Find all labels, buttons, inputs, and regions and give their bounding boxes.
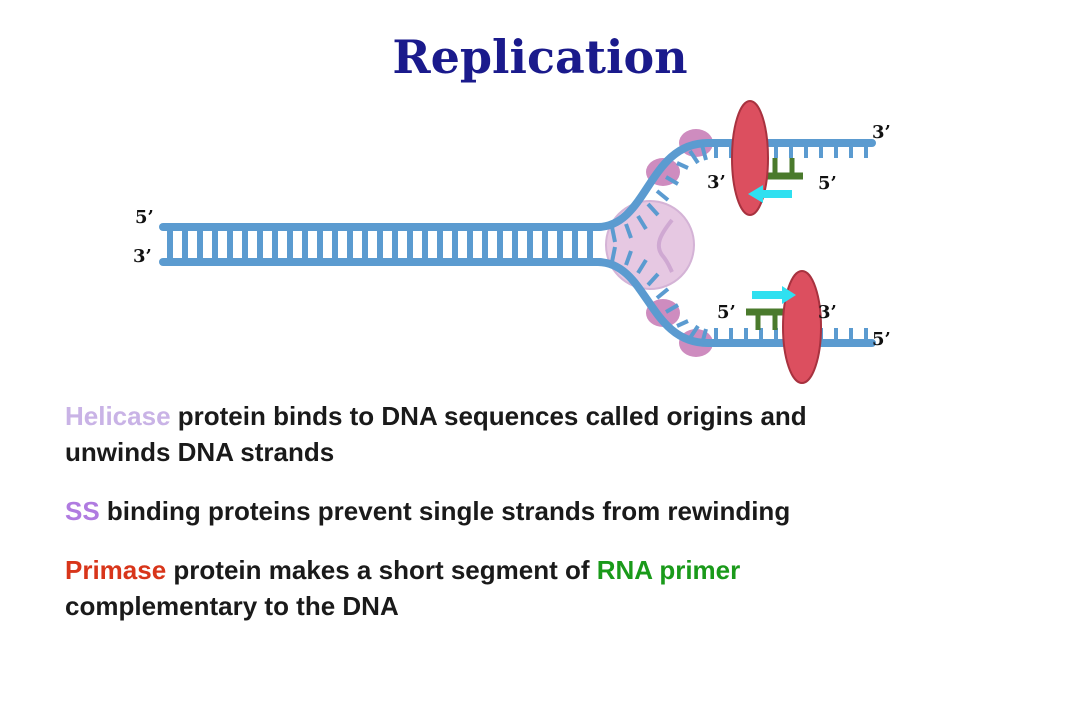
helicase-notch: [656, 218, 674, 273]
base-tick: [646, 272, 660, 287]
helicase-body: [605, 200, 695, 290]
base-tick: [664, 303, 680, 314]
slide-title: Replication: [392, 30, 688, 84]
primase-upper: [731, 100, 769, 216]
base-tick: [646, 202, 660, 217]
rna-primer-keyword: RNA primer: [596, 555, 741, 585]
helicase: [605, 200, 695, 290]
upper-strand-backbone: [594, 139, 876, 231]
primase-text-2: complementary to the DNA: [65, 591, 399, 621]
label-upper-fork-inner-right: 5’: [818, 173, 837, 194]
label-left-bottom-end: 3’: [133, 246, 152, 267]
label-lower-fork-inner-right: 3’: [818, 302, 837, 323]
base-tick: [700, 328, 708, 345]
ss-text: binding proteins prevent single strands …: [99, 496, 791, 526]
base-tick: [655, 287, 670, 300]
primase-lower: [782, 270, 822, 384]
base-tick: [688, 324, 700, 340]
direction-arrow-lower: [752, 286, 796, 304]
base-tick: [664, 175, 680, 186]
base-tick: [610, 226, 617, 243]
arrow-left-icon: [748, 185, 792, 203]
base-tick: [676, 319, 689, 328]
arrow-right-icon: [752, 286, 796, 304]
base-tick: [624, 223, 633, 239]
lower-strand-backbone: [594, 258, 876, 347]
base-tick: [636, 214, 648, 231]
base-tick: [610, 246, 617, 263]
ss-keyword: SS: [65, 496, 100, 526]
base-pairs: [167, 227, 593, 262]
ss-binding-description: SS binding proteins prevent single stran…: [65, 493, 1025, 529]
base-tick: [676, 161, 689, 170]
label-upper-fork-outer-end: 3’: [872, 122, 891, 143]
primase-description: Primase protein makes a short segment of…: [65, 552, 865, 624]
helicase-keyword: Helicase: [65, 401, 171, 431]
parental-duplex: [159, 223, 604, 266]
label-upper-fork-inner-left: 3’: [707, 172, 726, 193]
primase-keyword: Primase: [65, 555, 167, 585]
label-lower-fork-inner-left: 5’: [717, 302, 736, 323]
base-tick: [636, 258, 648, 275]
direction-arrow-upper: [748, 185, 792, 203]
base-tick: [655, 189, 670, 202]
base-tick: [688, 149, 700, 165]
primase-text-1: protein makes a short segment of: [166, 555, 597, 585]
helicase-text: protein binds to DNA sequences called or…: [65, 401, 807, 467]
label-left-top-end: 5’: [135, 207, 154, 228]
replication-fork-diagram: 5’ 3’ 3’ 3’ 5’ 5’ 3’ 5’: [133, 100, 891, 384]
base-tick: [624, 250, 633, 266]
base-tick: [700, 144, 708, 161]
helicase-description: Helicase protein binds to DNA sequences …: [65, 398, 845, 470]
label-lower-fork-outer-end: 5’: [872, 329, 891, 350]
